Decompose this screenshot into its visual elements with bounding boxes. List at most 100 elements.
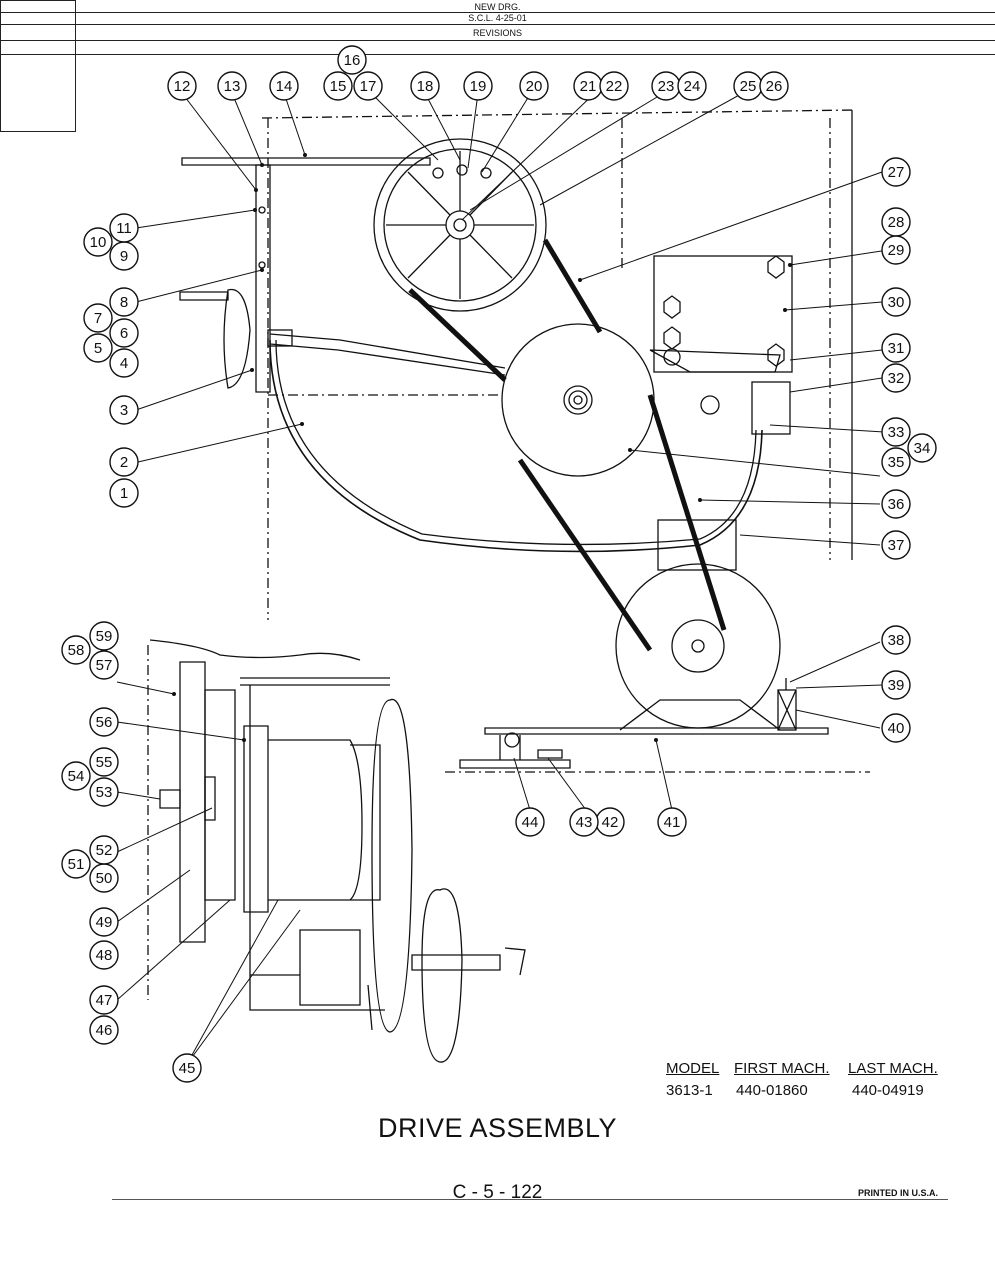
callout-24: 24 bbox=[677, 71, 707, 101]
callout-47: 47 bbox=[89, 985, 119, 1015]
callout-circle bbox=[907, 433, 937, 463]
callout-51: 51 bbox=[61, 849, 91, 879]
callout-circle bbox=[89, 985, 119, 1015]
callout-circle bbox=[109, 395, 139, 425]
revision-date: S.C.L. 4-25-01 bbox=[468, 13, 527, 23]
callout-circle bbox=[172, 1053, 202, 1083]
callout-circle bbox=[881, 287, 911, 317]
callout-number: 2 bbox=[120, 454, 128, 471]
callout-number: 7 bbox=[94, 310, 102, 327]
callout-14: 14 bbox=[269, 71, 299, 101]
callout-circle bbox=[881, 417, 911, 447]
callout-22: 22 bbox=[599, 71, 629, 101]
callout-19: 19 bbox=[463, 71, 493, 101]
callout-circle bbox=[89, 940, 119, 970]
callout-number: 37 bbox=[888, 537, 905, 554]
callout-55: 55 bbox=[89, 747, 119, 777]
callout-28: 28 bbox=[881, 207, 911, 237]
callout-number: 1 bbox=[120, 485, 128, 502]
callout-50: 50 bbox=[89, 863, 119, 893]
callout-43: 43 bbox=[569, 807, 599, 837]
callout-29: 29 bbox=[881, 235, 911, 265]
revision-label: REVISIONS bbox=[472, 28, 522, 38]
callout-number: 5 bbox=[94, 340, 102, 357]
callout-20: 20 bbox=[519, 71, 549, 101]
callout-13: 13 bbox=[217, 71, 247, 101]
callout-46: 46 bbox=[89, 1015, 119, 1045]
callout-number: 16 bbox=[344, 52, 361, 69]
machine-frame bbox=[179, 109, 870, 773]
callout-circle bbox=[89, 747, 119, 777]
model-value: 3613-1 bbox=[666, 1082, 713, 1099]
callout-26: 26 bbox=[759, 71, 789, 101]
callout-number: 59 bbox=[96, 628, 113, 645]
callout-number: 30 bbox=[888, 294, 905, 311]
callout-number: 24 bbox=[684, 78, 701, 95]
leader-arrowheads bbox=[172, 153, 792, 742]
callout-10: 10 bbox=[83, 227, 113, 257]
callout-number: 18 bbox=[417, 78, 434, 95]
callout-number: 25 bbox=[740, 78, 757, 95]
printed-in-usa: PRINTED IN U.S.A. bbox=[858, 1188, 939, 1198]
callout-circle bbox=[61, 635, 91, 665]
callout-21: 21 bbox=[573, 71, 603, 101]
callout-45: 45 bbox=[172, 1053, 202, 1083]
callout-circle bbox=[89, 1015, 119, 1045]
callout-circle bbox=[109, 348, 139, 378]
callout-number: 51 bbox=[68, 856, 85, 873]
callout-circle bbox=[109, 478, 139, 508]
callout-number: 9 bbox=[120, 248, 128, 265]
callout-53: 53 bbox=[89, 777, 119, 807]
callout-number: 53 bbox=[96, 784, 113, 801]
first-machine-header: FIRST MACH. bbox=[734, 1060, 830, 1077]
callout-54: 54 bbox=[61, 761, 91, 791]
callout-number: 8 bbox=[120, 294, 128, 311]
callout-number: 22 bbox=[606, 78, 623, 95]
callout-number: 52 bbox=[96, 842, 113, 859]
callout-number: 54 bbox=[68, 768, 85, 785]
callout-number: 28 bbox=[888, 214, 905, 231]
callout-circle bbox=[83, 333, 113, 363]
callout-circle bbox=[89, 621, 119, 651]
revision-new-drawing: NEW DRG. bbox=[474, 2, 521, 12]
callout-38: 38 bbox=[881, 625, 911, 655]
callout-number: 47 bbox=[96, 992, 113, 1009]
callout-number: 49 bbox=[96, 914, 113, 931]
callout-circle bbox=[881, 157, 911, 187]
drawing-title: DRIVE ASSEMBLY bbox=[377, 1113, 618, 1143]
callout-circle bbox=[569, 807, 599, 837]
callout-number: 50 bbox=[96, 870, 113, 887]
callout-37: 37 bbox=[881, 530, 911, 560]
callout-circle bbox=[519, 71, 549, 101]
callout-circle bbox=[337, 45, 367, 75]
callout-circle bbox=[89, 835, 119, 865]
callout-number: 45 bbox=[179, 1060, 196, 1077]
callout-15: 15 bbox=[323, 71, 353, 101]
first-machine-value: 440-01860 bbox=[736, 1082, 808, 1099]
callout-number: 21 bbox=[580, 78, 597, 95]
callout-circle bbox=[881, 670, 911, 700]
callout-40: 40 bbox=[881, 713, 911, 743]
clutch-detail-view bbox=[147, 639, 526, 1063]
callout-circle bbox=[759, 71, 789, 101]
callout-number: 46 bbox=[96, 1022, 113, 1039]
callout-circle bbox=[89, 650, 119, 680]
callout-34: 34 bbox=[907, 433, 937, 463]
callout-circle bbox=[881, 447, 911, 477]
callout-36: 36 bbox=[881, 489, 911, 519]
callout-44: 44 bbox=[515, 807, 545, 837]
callout-number: 42 bbox=[602, 814, 619, 831]
callout-31: 31 bbox=[881, 333, 911, 363]
callout-2: 2 bbox=[109, 447, 139, 477]
callout-number: 13 bbox=[224, 78, 241, 95]
callout-57: 57 bbox=[89, 650, 119, 680]
callout-circle bbox=[881, 713, 911, 743]
callout-8: 8 bbox=[109, 287, 139, 317]
callout-6: 6 bbox=[109, 318, 139, 348]
callout-41: 41 bbox=[657, 807, 687, 837]
callout-circle bbox=[881, 489, 911, 519]
callout-16: 16 bbox=[337, 45, 367, 75]
callout-circle bbox=[89, 907, 119, 937]
callout-number: 19 bbox=[470, 78, 487, 95]
